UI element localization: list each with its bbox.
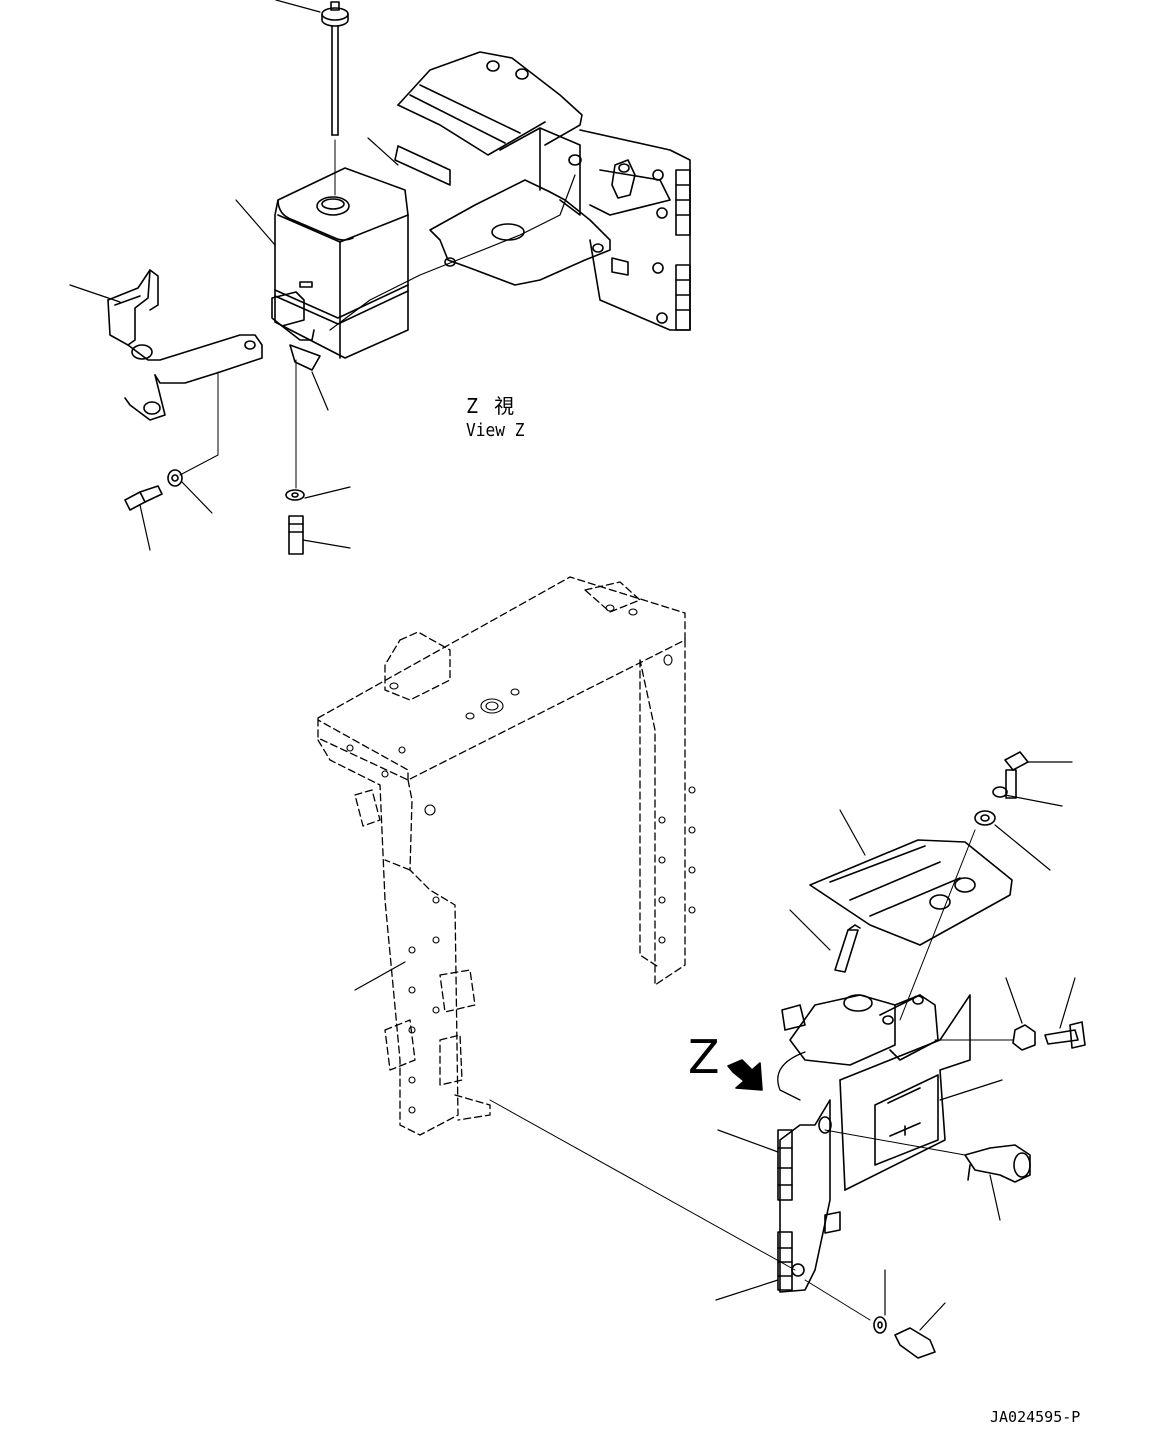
- leader-lines: [70, 0, 1075, 1330]
- view-label-en: View Z: [466, 420, 525, 441]
- tank-bracket: [108, 270, 262, 475]
- top-cover: [810, 840, 1012, 945]
- nut-and-bolt: [1013, 1022, 1085, 1050]
- bottom-assembly: [490, 752, 1085, 1358]
- reservoir-tank: [272, 168, 408, 370]
- z-arrow-label: Z: [688, 1030, 720, 1084]
- view-z-arrow: [728, 1060, 762, 1090]
- cab-frame-holes: [347, 605, 695, 1113]
- view-label-jp: Z 視: [466, 394, 517, 418]
- bolt-washer-right: [286, 360, 304, 554]
- top-assembly: [108, 2, 690, 554]
- dipstick-cap: [322, 2, 348, 195]
- drawing-code: JA024595-P: [990, 1408, 1081, 1426]
- drain-valve: [965, 1145, 1030, 1182]
- washer-bolt-bottom: [874, 1317, 935, 1358]
- bolt-top: [975, 752, 1028, 825]
- cover-panel-top: [330, 52, 690, 330]
- cab-frame: [318, 577, 685, 1135]
- bolt-washer-left: [125, 470, 182, 510]
- strap: [835, 925, 860, 972]
